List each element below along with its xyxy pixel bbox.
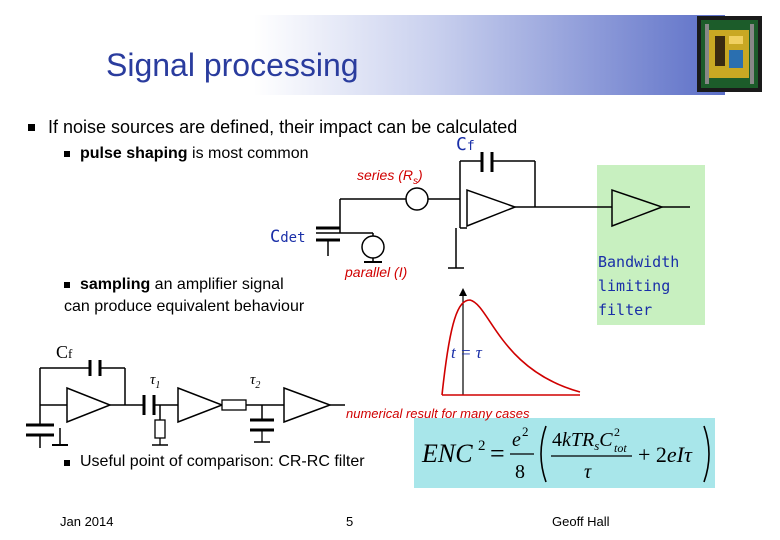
bullet-marker: [64, 151, 70, 157]
svg-text:+ 2eIτ: + 2eIτ: [638, 442, 693, 467]
cf-label: Cf: [456, 134, 475, 155]
tau2-label: τ2: [250, 372, 260, 391]
svg-text:2: 2: [614, 425, 620, 439]
pulse-rest: is most common: [187, 145, 309, 162]
slide-title: Signal processing: [106, 47, 359, 83]
footer-date: Jan 2014: [60, 514, 114, 529]
formula-box: [414, 418, 715, 488]
bullet-useful: Useful point of comparison: CR-RC filter: [80, 453, 365, 470]
footer-page: 5: [346, 514, 354, 529]
bullet-marker: [64, 460, 70, 466]
svg-text:2: 2: [522, 424, 529, 439]
bullet-sampling: sampling an amplifier signal: [80, 276, 284, 294]
bullet-marker: [64, 282, 70, 288]
t-eq-tau-label: t = τ: [451, 343, 482, 362]
tau2-main: τ: [250, 372, 256, 388]
bandwidth-label: Bandwidth limiting filter: [598, 253, 680, 319]
tau1-label: τ1: [150, 372, 160, 391]
series-main: series (R: [357, 167, 414, 183]
series-sub: s: [413, 175, 419, 187]
bullet-sampling-line2: can produce equivalent behaviour: [64, 298, 305, 315]
cf-main: C: [456, 134, 467, 155]
tau1-sub: 1: [155, 380, 161, 391]
cdet-sub: det: [280, 230, 306, 246]
sampling-rest: an amplifier signal: [150, 276, 284, 293]
tau2-sub: 2: [255, 380, 261, 391]
svg-text:tot: tot: [614, 441, 627, 455]
numerical-label: numerical result for many cases: [346, 406, 530, 421]
svg-text:4kTRsC: 4kTRsC: [552, 429, 613, 453]
svg-text:e: e: [512, 429, 521, 451]
cf2-main: C: [56, 342, 69, 362]
bullet-main: If noise sources are defined, their impa…: [48, 117, 518, 137]
svg-text:τ: τ: [584, 461, 592, 483]
enc-formula: ENC 2 = e 2 8 4kTRsC 2 tot τ + 2eIτ: [421, 424, 710, 483]
parallel-label: parallel (I): [345, 264, 408, 280]
chip-image-icon: [697, 16, 762, 92]
cdet-main: C: [270, 227, 281, 247]
svg-text:8: 8: [515, 461, 525, 483]
formula-lhs: ENC: [421, 439, 473, 468]
cf-sub: f: [466, 139, 475, 154]
series-label: series (Rs): [357, 167, 423, 187]
cdet-label: Cdet: [270, 227, 306, 247]
svg-text:=: =: [490, 439, 505, 468]
svg-text:2: 2: [478, 438, 486, 454]
sampling-bold: sampling: [80, 276, 151, 293]
cf2-sub: f: [68, 346, 73, 361]
bullet-pulse: pulse shaping is most common: [80, 145, 309, 163]
pulse-bold: pulse shaping: [80, 145, 188, 162]
footer-author: Geoff Hall: [552, 514, 610, 529]
bullet-marker: [28, 124, 35, 131]
cf2-label: Cf: [56, 342, 72, 363]
series-close: ): [418, 167, 423, 183]
tau1-main: τ: [150, 372, 156, 388]
title-band: [0, 15, 725, 95]
